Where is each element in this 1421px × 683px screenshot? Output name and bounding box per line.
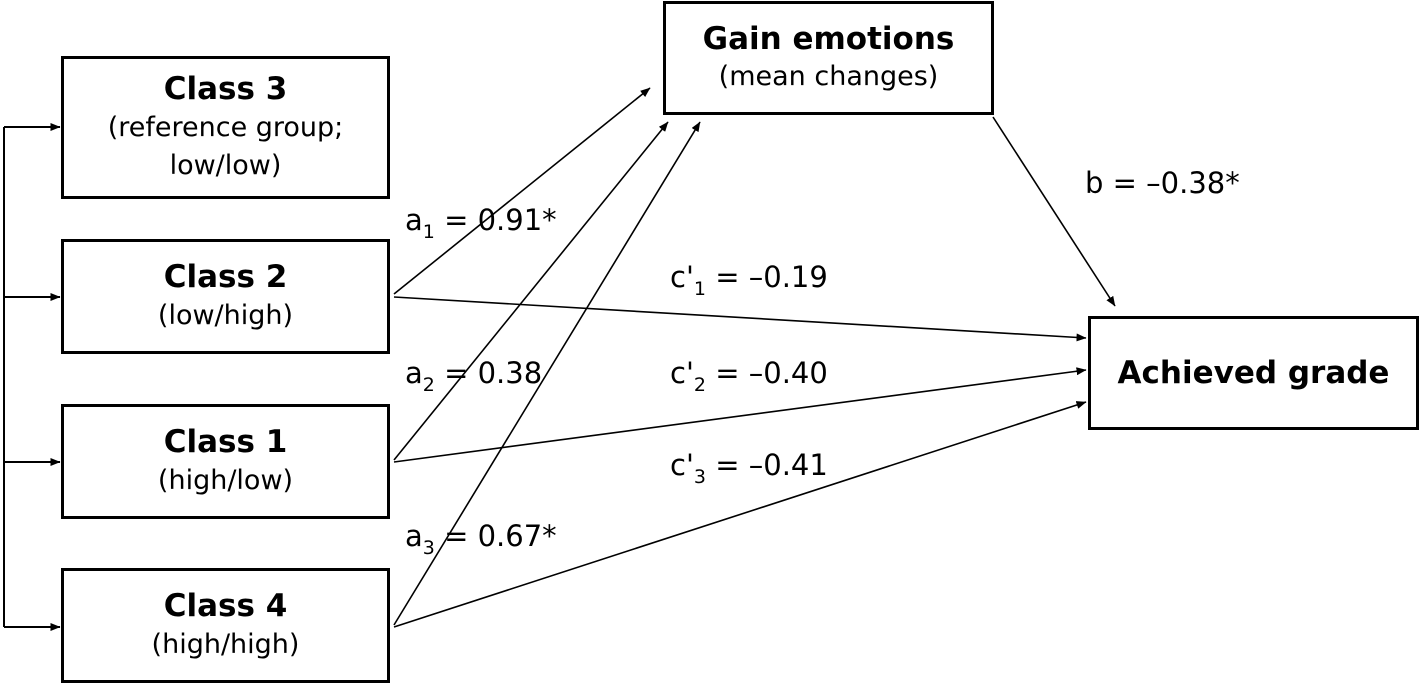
path-a1-symbol: a — [405, 203, 423, 237]
class3-box: Class 3 (reference group; low/low) — [61, 56, 390, 199]
path-c2-arrow — [393, 367, 1087, 463]
class2-subtitle: (low/high) — [157, 299, 294, 331]
path-a1-label: a1 = 0.91* — [405, 206, 557, 242]
path-c1-index: 1 — [693, 278, 707, 300]
path-c2-index: 2 — [693, 374, 707, 396]
path-c3-label: c'3 = –0.41 — [670, 451, 828, 487]
path-a2-arrow — [393, 121, 669, 461]
path-a3-label: a3 = 0.67* — [405, 522, 557, 558]
path-b-text: b = –0.38* — [1085, 166, 1240, 200]
class4-title: Class 4 — [163, 588, 288, 625]
class3-title: Class 3 — [163, 71, 288, 108]
path-a3-arrow — [393, 121, 701, 626]
gain-emotions-title: Gain emotions — [702, 20, 955, 57]
path-a1-index: 1 — [422, 221, 435, 243]
achieved-grade-title: Achieved grade — [1117, 354, 1390, 391]
path-a2-symbol: a — [405, 356, 423, 390]
path-c1-value: = –0.19 — [715, 260, 828, 294]
path-a3-value: = 0.67* — [444, 519, 557, 553]
path-a2-label: a2 = 0.38 — [405, 359, 542, 395]
path-a3-symbol: a — [405, 519, 423, 553]
path-b-arrow — [992, 116, 1116, 307]
path-c2-label: c'2 = –0.40 — [670, 359, 828, 395]
path-c3-symbol: c' — [670, 448, 694, 482]
class3-subtitle-line1: (reference group; — [107, 112, 344, 144]
class2-box: Class 2 (low/high) — [61, 239, 390, 354]
path-c1-symbol: c' — [670, 260, 694, 294]
path-a1-arrow — [393, 87, 651, 295]
path-c3-value: = –0.41 — [715, 448, 828, 482]
gain-emotions-box: Gain emotions (mean changes) — [663, 1, 994, 115]
class4-subtitle: (high/high) — [151, 628, 300, 660]
class1-box: Class 1 (high/low) — [61, 404, 390, 519]
path-c1-arrow — [393, 296, 1087, 342]
path-c3-index: 3 — [693, 466, 707, 488]
path-a2-value: = 0.38 — [444, 356, 543, 390]
path-c2-symbol: c' — [670, 356, 694, 390]
path-c1-label: c'1 = –0.19 — [670, 263, 828, 299]
path-a3-index: 3 — [422, 537, 435, 559]
gain-emotions-subtitle: (mean changes) — [718, 61, 939, 93]
class3-subtitle-line2: low/low) — [169, 149, 282, 181]
path-a1-value: = 0.91* — [444, 203, 557, 237]
path-b-label: b = –0.38* — [1085, 169, 1240, 198]
path-c3-arrow — [393, 401, 1087, 628]
class1-title: Class 1 — [163, 424, 288, 461]
achieved-grade-box: Achieved grade — [1088, 316, 1419, 430]
path-c2-value: = –0.40 — [715, 356, 828, 390]
class4-box: Class 4 (high/high) — [61, 568, 390, 683]
class1-subtitle: (high/low) — [157, 464, 294, 496]
class2-title: Class 2 — [163, 259, 288, 296]
path-a2-index: 2 — [422, 374, 435, 396]
